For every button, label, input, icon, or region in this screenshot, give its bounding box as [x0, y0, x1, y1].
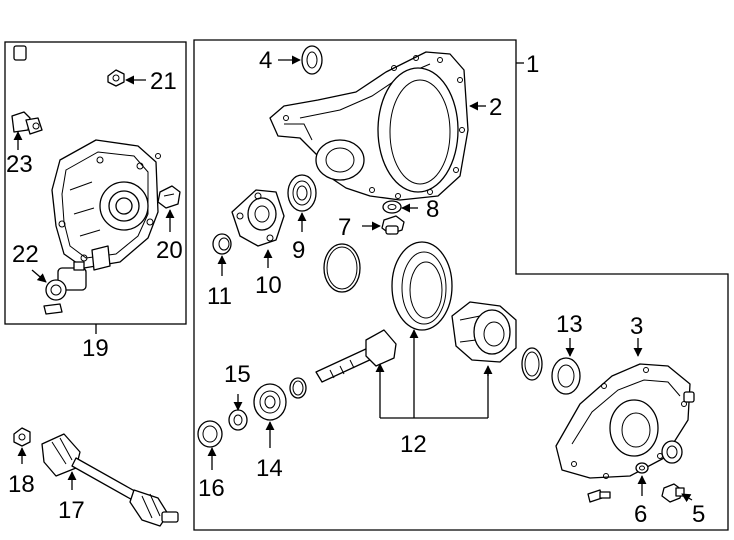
callout-19: 19	[82, 335, 109, 362]
cover-bolt	[587, 489, 611, 503]
part-13-bearing	[551, 357, 581, 395]
callout-10: 10	[255, 272, 282, 299]
callout-12: 12	[400, 431, 427, 458]
part-2-carrier-housing	[269, 51, 469, 201]
callout-23: 23	[6, 151, 33, 178]
callout-6: 6	[634, 501, 647, 528]
part-14-bearing	[253, 383, 287, 421]
part-10-flange	[231, 189, 285, 247]
part-5-fill-plug	[661, 483, 685, 503]
part-22-actuator	[43, 261, 87, 315]
leader-12	[379, 332, 489, 419]
callout-4: 4	[259, 47, 272, 74]
leader-22	[31, 269, 47, 283]
callout-16: 16	[198, 475, 225, 502]
callout-22: 22	[12, 241, 39, 268]
callout-9: 9	[292, 237, 305, 264]
part-8-washer	[382, 200, 402, 214]
part-17-axle-shaft	[41, 433, 179, 527]
callout-2: 2	[489, 94, 502, 121]
callout-7: 7	[338, 214, 351, 241]
part-12-ring-and-pinion	[315, 241, 517, 383]
callout-11: 11	[207, 283, 232, 310]
assembly-1-frame	[193, 39, 729, 531]
spacer-ring	[289, 377, 307, 399]
part-23-sensor	[11, 111, 43, 135]
part-3-rear-cover	[555, 363, 695, 479]
callout-3: 3	[630, 313, 643, 340]
part-11-nut	[212, 233, 232, 255]
callout-17: 17	[58, 497, 85, 524]
part-19-transfer-housing	[13, 45, 161, 271]
o-ring-large	[323, 243, 361, 293]
part-18-axle-nut	[13, 427, 31, 447]
part-7-drain-plug	[381, 215, 405, 235]
shim-ring	[521, 347, 543, 381]
callout-15: 15	[224, 361, 251, 388]
callout-14: 14	[256, 455, 283, 482]
part-9-seal	[287, 174, 317, 212]
callout-5: 5	[692, 501, 705, 528]
callout-20: 20	[156, 237, 183, 264]
callout-13: 13	[556, 311, 583, 338]
part-6-washer	[635, 462, 649, 474]
callout-8: 8	[426, 196, 439, 223]
part-15-spacer	[228, 409, 248, 431]
part-21-bolt	[107, 69, 125, 87]
callout-1: 1	[526, 51, 539, 78]
callout-21: 21	[150, 68, 177, 95]
part-16-seal	[197, 420, 223, 448]
part-4-seal	[301, 45, 323, 75]
callout-18: 18	[8, 471, 35, 498]
part-20-plug	[157, 185, 181, 209]
cover-seal-ring	[661, 440, 683, 464]
leader-5	[681, 493, 693, 503]
